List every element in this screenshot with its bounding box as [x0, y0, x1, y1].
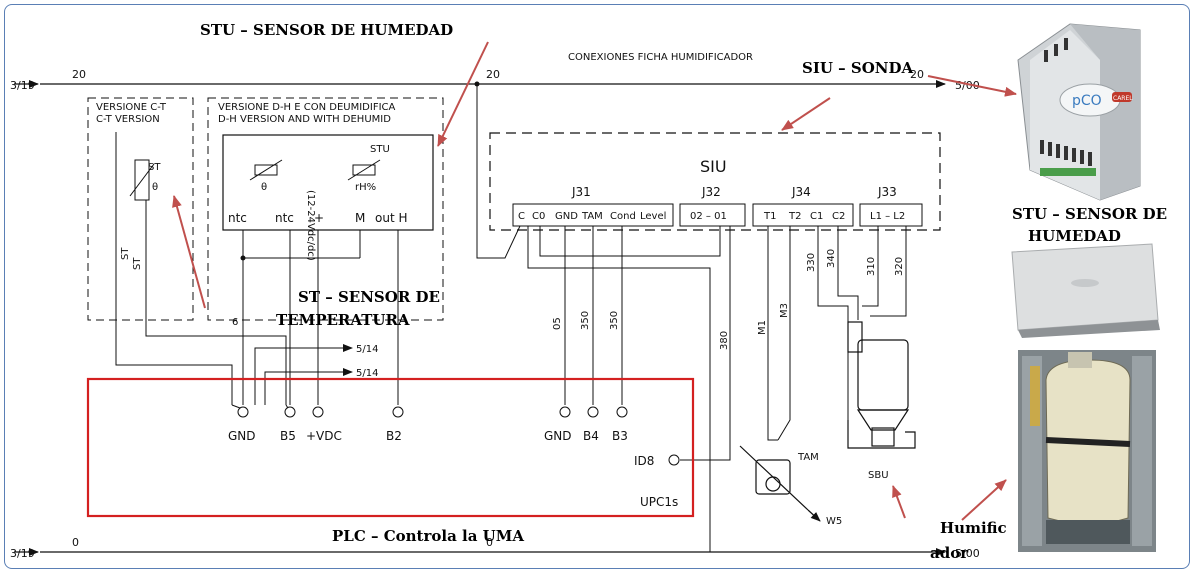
wire-320: 320	[894, 257, 905, 276]
ct-version-line2: C-T VERSION	[96, 114, 160, 125]
humidifier-label-line2: ador	[930, 544, 969, 562]
st-wire-b: ST	[132, 257, 143, 270]
terminal-m: M	[355, 211, 365, 225]
wire-m1: M1	[757, 320, 768, 335]
plc-b2: B2	[386, 429, 402, 443]
humidifier-photo	[1018, 350, 1156, 552]
j31-cond: Cond	[610, 211, 636, 222]
j33-terms: L1 – L2	[870, 211, 905, 222]
wire-350-b: 350	[609, 311, 620, 330]
plc-b3: B3	[612, 429, 628, 443]
theta-symbol: θ	[152, 182, 158, 193]
bottom-supply-rail: 3/19 5/00 0 0	[10, 536, 980, 560]
ref-5-14-a: 5/14	[356, 344, 378, 355]
plc-id8: ID8	[634, 454, 654, 468]
wire-340: 340	[826, 249, 837, 268]
terminal-plus: +	[314, 211, 324, 225]
dh-version-line1: VERSIONE D-H E CON DEUMIDIFICA	[218, 102, 396, 113]
wire-350-a: 350	[580, 311, 591, 330]
pco-brand-text: pCO	[1072, 93, 1102, 109]
wire-310: 310	[866, 257, 877, 276]
plc-box	[86, 377, 695, 518]
plc-gnd-left: GND	[228, 429, 256, 443]
siu-probe-label: SIU – SONDA	[802, 59, 914, 77]
ct-version-line1: VERSIONE C-T	[96, 102, 167, 113]
tam-label: TAM	[797, 452, 819, 463]
plc-model: UPC1s	[640, 495, 678, 509]
j31-c: C	[518, 211, 525, 222]
siu-wires	[476, 84, 907, 552]
j34-c1: C1	[810, 211, 823, 222]
siu-title: SIU	[700, 157, 727, 176]
j31-c0: C0	[532, 211, 545, 222]
st-tag: ST	[148, 162, 161, 173]
tam-transformer	[739, 445, 821, 522]
wire-05: 05	[552, 317, 563, 330]
j32-terms: 02 – 01	[690, 211, 727, 222]
wire-380: 380	[719, 331, 730, 350]
siu-box: SIU J31 J32 J34 J33 C C0 GND TAM Cond Le…	[489, 132, 941, 231]
stu-sensor-label: STU – SENSOR DE HUMEDAD	[200, 21, 454, 39]
dh-theta: θ	[261, 182, 267, 193]
j34-label: J34	[791, 185, 811, 199]
j33-label: J33	[877, 185, 897, 199]
diagram-frame	[4, 4, 1190, 569]
dh-version-line2: D-H VERSION AND WITH DEHUMID	[218, 114, 391, 125]
j34-t1: T1	[763, 211, 776, 222]
carel-logo-text: CAREL	[1113, 95, 1133, 102]
ct-version-box: VERSIONE C-T C-T VERSION ST θ ST ST	[87, 97, 194, 321]
ref-top-left: 3/19	[10, 79, 35, 92]
stu-tag: STU	[370, 144, 390, 155]
voltage-range: (12-24Vdc/dc)	[305, 190, 316, 261]
wire-20-right: 20	[910, 68, 924, 81]
st-sensor-label-line1: ST – SENSOR DE	[298, 288, 440, 306]
rh-symbol: rH%	[355, 182, 376, 193]
plc-label: PLC – Controla la UMA	[332, 527, 524, 545]
terminal-ntc-2: ntc	[275, 211, 294, 225]
j34-c2: C2	[832, 211, 845, 222]
st-wire-a: ST	[120, 247, 131, 260]
ref-5-14-b: 5/14	[356, 368, 378, 379]
j32-label: J32	[701, 185, 721, 199]
stu-side-label-line2: HUMEDAD	[1028, 227, 1121, 245]
j31-level: Level	[640, 211, 666, 222]
terminal-ntc-1: ntc	[228, 211, 247, 225]
wire-m3: M3	[779, 303, 790, 318]
plc-b5: B5	[280, 429, 296, 443]
j34-t2: T2	[788, 211, 801, 222]
j31-label: J31	[571, 185, 591, 199]
wire-20-left: 20	[72, 68, 86, 81]
ref-bottom-left: 3/19	[10, 547, 35, 560]
j31-tam: TAM	[581, 211, 603, 222]
ref-bottom-right: 5/00	[955, 547, 980, 560]
sbu-label: SBU	[868, 470, 889, 481]
w5-label: W5	[826, 516, 842, 527]
stu-side-label-line1: STU – SENSOR DE	[1012, 205, 1168, 223]
humidifier-label-line1: Humific	[940, 519, 1007, 537]
connections-title: CONEXIONES FICHA HUMIDIFICADOR	[568, 52, 753, 63]
wire-20-mid: 20	[486, 68, 500, 81]
sensor-wires	[115, 132, 399, 405]
stu-sensor-photo	[1011, 243, 1160, 338]
plc-vdc: +VDC	[306, 429, 342, 443]
st-sensor-label-line2: TEMPERATURA	[276, 311, 410, 329]
wire-330: 330	[806, 253, 817, 272]
wire-6: 6	[232, 317, 238, 328]
wire-0-left: 0	[72, 536, 79, 549]
annotation-arrows	[172, 41, 1017, 521]
wire-0-mid: 0	[486, 536, 493, 549]
dh-version-box: VERSIONE D-H E CON DEUMIDIFICA D-H VERSI…	[207, 97, 444, 321]
plc-gnd-mid: GND	[544, 429, 572, 443]
humidifier-cylinder-schematic	[847, 321, 916, 449]
pco-controller-photo: pCO CAREL	[1017, 23, 1141, 201]
j31-gnd: GND	[555, 211, 578, 222]
plc-b4: B4	[583, 429, 599, 443]
terminal-out-h: out H	[375, 211, 408, 225]
plc-terminals: GND B5 +VDC B2 GND B4 B3 ID8 UPC1s	[228, 404, 680, 509]
